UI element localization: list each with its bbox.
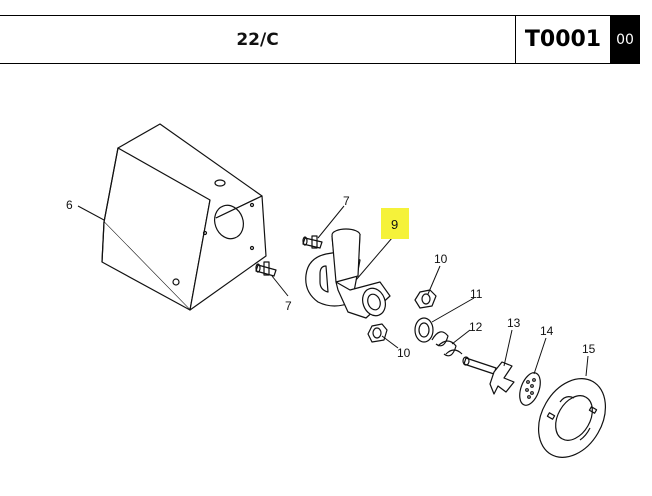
callout-11: 11 [470, 287, 483, 301]
callout-13: 13 [507, 316, 521, 330]
leader-lines [77, 205, 589, 377]
part-6-housing [101, 123, 267, 311]
callout-9-highlight [381, 208, 409, 239]
part-code: T0001 [524, 27, 602, 52]
part-9-mincer-body [305, 228, 391, 319]
callout-14: 14 [540, 324, 554, 338]
part-12-spring [431, 331, 463, 357]
part-7-stud-upper [302, 235, 323, 249]
part-10-nut-upper [414, 289, 437, 309]
title-divider [515, 16, 516, 63]
part-14-plate [519, 372, 541, 406]
callout-7-lower: 7 [285, 299, 292, 313]
callout-9: 9 [391, 217, 398, 232]
callout-6: 6 [66, 198, 73, 212]
callout-7-upper: 7 [343, 194, 350, 208]
model-label: 22/C [236, 29, 279, 50]
part-10-nut-lower [367, 323, 388, 343]
part-11-washer [414, 317, 434, 343]
part-15-ring-nut [537, 378, 607, 458]
part-13-knife [462, 356, 515, 395]
revision-badge: 00 [610, 16, 640, 63]
callout-15: 15 [582, 342, 596, 356]
callout-10-upper: 10 [434, 252, 448, 266]
callout-12: 12 [469, 320, 483, 334]
title-block: 22/C T0001 00 [0, 15, 640, 64]
part-7-stud-lower [255, 261, 277, 277]
callout-10-lower: 10 [397, 346, 411, 360]
